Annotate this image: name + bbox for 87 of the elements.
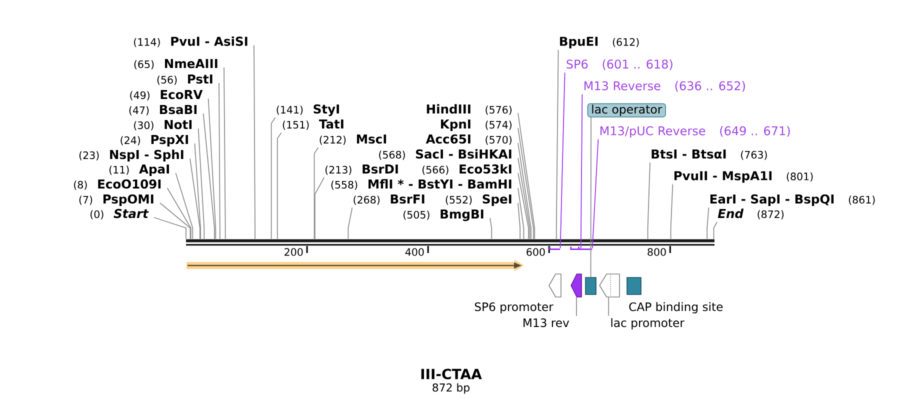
enzyme-site-label: (7) PspOMI: [79, 194, 154, 206]
feature-label: lac promoter: [611, 318, 684, 330]
enzyme-site-label: BpuEI (612): [560, 36, 639, 48]
enzyme-site-label: BtsI - BtsαI (763): [652, 150, 767, 160]
enzyme-site-label: (568) SacI - BsiHKAI: [379, 149, 512, 160]
enzyme-site-label: End (872): [718, 208, 784, 220]
leader-line: [556, 49, 559, 240]
ruler-number: 600: [526, 248, 545, 256]
leader-line: [518, 202, 521, 240]
enzyme-site-label: (49) EcoRV: [130, 90, 203, 100]
leader-line: [576, 296, 577, 316]
enzyme-site-label: (552) SpeI: [446, 194, 512, 206]
enzyme-site-label: (213) BsrDI: [325, 164, 398, 175]
primer-bar: [548, 246, 560, 250]
enzyme-site-label: (505) BmgBI: [404, 210, 484, 222]
enzyme-site-label: (114) PvuI - AsiSI: [134, 36, 248, 48]
enzyme-site-label: (212) MscI: [320, 134, 386, 145]
leader-line: [518, 128, 534, 240]
enzyme-site-label: (268) BsrFI: [354, 194, 424, 205]
leader-line: [518, 142, 532, 240]
feature-label: SP6 promoter: [474, 302, 554, 314]
feature-box: [585, 277, 596, 295]
enzyme-site-label: (47) BsaBI: [129, 105, 197, 116]
leader-line: [166, 188, 192, 240]
leader-line: [560, 72, 566, 249]
ruler-number: 200: [284, 248, 303, 256]
enzyme-site-label: (151) TatI: [282, 120, 344, 130]
leader-line: [254, 44, 256, 240]
leader-line: [518, 112, 536, 240]
ruler-number: 400: [405, 248, 424, 256]
leader-line: [218, 82, 220, 240]
enzyme-site-label: Acc65I (570): [426, 134, 512, 145]
enzyme-site-label: (30) NotI: [134, 120, 192, 130]
map-title: III-CTAA: [421, 368, 482, 380]
feature-label: M13 rev: [524, 318, 570, 328]
feature-label: CAP binding site: [629, 302, 723, 314]
enzyme-site-label: HindIII (576): [426, 104, 512, 115]
leader-line: [154, 217, 186, 240]
enzyme-site-label: (56) PstI: [157, 74, 212, 85]
sequence-backbone: [186, 239, 714, 246]
leader-line: [160, 202, 191, 240]
leader-line: [190, 158, 200, 240]
leader-line: [580, 94, 583, 249]
leader-line: [592, 138, 599, 249]
enzyme-site-label: (0) Start: [90, 208, 149, 220]
primer-label: M13/pUC Reverse (649 .. 671): [600, 126, 790, 138]
leader-line: [608, 296, 610, 316]
enzyme-site-label: (8) EcoO109I: [74, 179, 161, 190]
primer-bar: [570, 246, 581, 250]
leader-line: [490, 218, 492, 240]
enzyme-site-label: (23) NspI - SphI: [79, 150, 184, 162]
leader-line: [224, 67, 226, 240]
leader-line: [208, 98, 216, 240]
leader-line: [202, 113, 215, 240]
feature-label: lac operator: [587, 103, 666, 118]
leader-line: [175, 172, 194, 240]
feature-marker: [570, 274, 582, 298]
leader-line: [670, 184, 674, 240]
enzyme-site-label: (141) StyI: [276, 104, 339, 116]
enzyme-site-label: KpnI (574): [441, 120, 512, 132]
enzyme-site-label: (566) Eco53kI: [422, 164, 512, 175]
enzyme-site-label: (558) MflI * - BstYI - BamHI: [331, 179, 512, 190]
primer-bar: [578, 246, 592, 250]
leader-line: [314, 147, 319, 240]
primer-label: SP6 (601 .. 618): [566, 59, 672, 70]
enzyme-site-label: (65) NmeAIII: [134, 59, 218, 70]
enzyme-site-label: (24) PspXI: [120, 135, 188, 147]
map-caption: 872 bp: [432, 383, 470, 394]
enzyme-site-label: EarI - SapI - BspQI (861): [710, 194, 875, 206]
ruler-number: 800: [648, 248, 666, 256]
leader-line: [518, 158, 530, 240]
primer-label: M13 Reverse (636 .. 652): [584, 81, 745, 92]
leader-line: [198, 128, 205, 240]
leader-line: [518, 172, 529, 240]
enzyme-site-label: (11) ApaI: [109, 164, 169, 176]
leader-line: [194, 143, 201, 240]
leader-line: [590, 116, 592, 278]
feature-marker: [599, 274, 620, 298]
leader-line: [706, 207, 710, 240]
leader-line: [276, 132, 282, 240]
enzyme-site-label: PvuII - MspA1I (801): [674, 171, 813, 183]
leader-line: [348, 207, 353, 240]
leader-line: [713, 222, 718, 240]
leader-line: [647, 162, 650, 240]
leader-line: [518, 188, 524, 240]
leader-line: [270, 117, 276, 240]
leader-line: [314, 177, 324, 240]
